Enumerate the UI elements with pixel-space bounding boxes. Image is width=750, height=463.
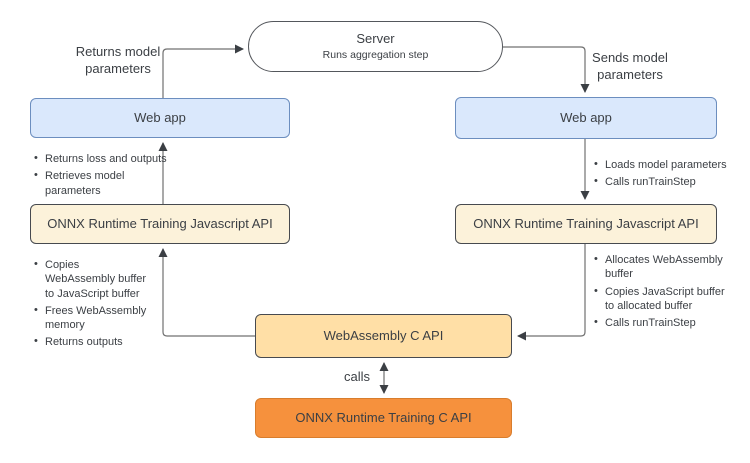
notes-left-upper: Returns loss and outputsRetrieves model …: [32, 151, 174, 201]
web-app-node-right: Web app: [455, 97, 717, 139]
edge-label-returns-model-parameters: Returns model parameters: [75, 44, 161, 76]
note-item: Copies JavaScript buffer to allocated bu…: [592, 284, 726, 314]
note-item: Calls runTrainStep: [592, 174, 742, 189]
note-item: Loads model parameters: [592, 157, 742, 172]
edge-wasm-to-jsapi-left: [158, 248, 255, 337]
js-api-node-right: ONNX Runtime Training Javascript API: [455, 204, 717, 244]
server-node: Server Runs aggregation step: [248, 21, 503, 72]
server-title: Server: [356, 30, 395, 46]
notes-right-upper: Loads model parametersCalls runTrainStep: [592, 157, 742, 193]
note-item: Returns outputs: [32, 334, 152, 349]
notes-right-lower: Allocates WebAssembly bufferCopies JavaS…: [592, 252, 726, 333]
wasm-c-api-node: WebAssembly C API: [255, 314, 512, 358]
note-item: Copies WebAssembly buffer to JavaScript …: [32, 257, 152, 301]
web-app-node-left: Web app: [30, 98, 290, 138]
note-item: Retrieves model parameters: [32, 168, 174, 198]
note-item: Allocates WebAssembly buffer: [592, 252, 726, 282]
edge-server-to-webapp-right: [503, 46, 590, 93]
edge-webapp-left-to-server: [162, 44, 244, 98]
onnx-c-api-node: ONNX Runtime Training C API: [255, 398, 512, 438]
note-item: Calls runTrainStep: [592, 315, 726, 330]
js-api-node-left: ONNX Runtime Training Javascript API: [30, 204, 290, 244]
edge-jsapi-right-to-wasm: [517, 244, 586, 341]
note-item: Frees WebAssembly memory: [32, 303, 152, 333]
note-item: Returns loss and outputs: [32, 151, 174, 166]
edge-label-sends-model-parameters: Sends model parameters: [592, 50, 668, 82]
notes-left-lower: Copies WebAssembly buffer to JavaScript …: [32, 257, 152, 353]
edge-label-calls: calls: [344, 369, 371, 384]
server-subtitle: Runs aggregation step: [322, 49, 429, 62]
